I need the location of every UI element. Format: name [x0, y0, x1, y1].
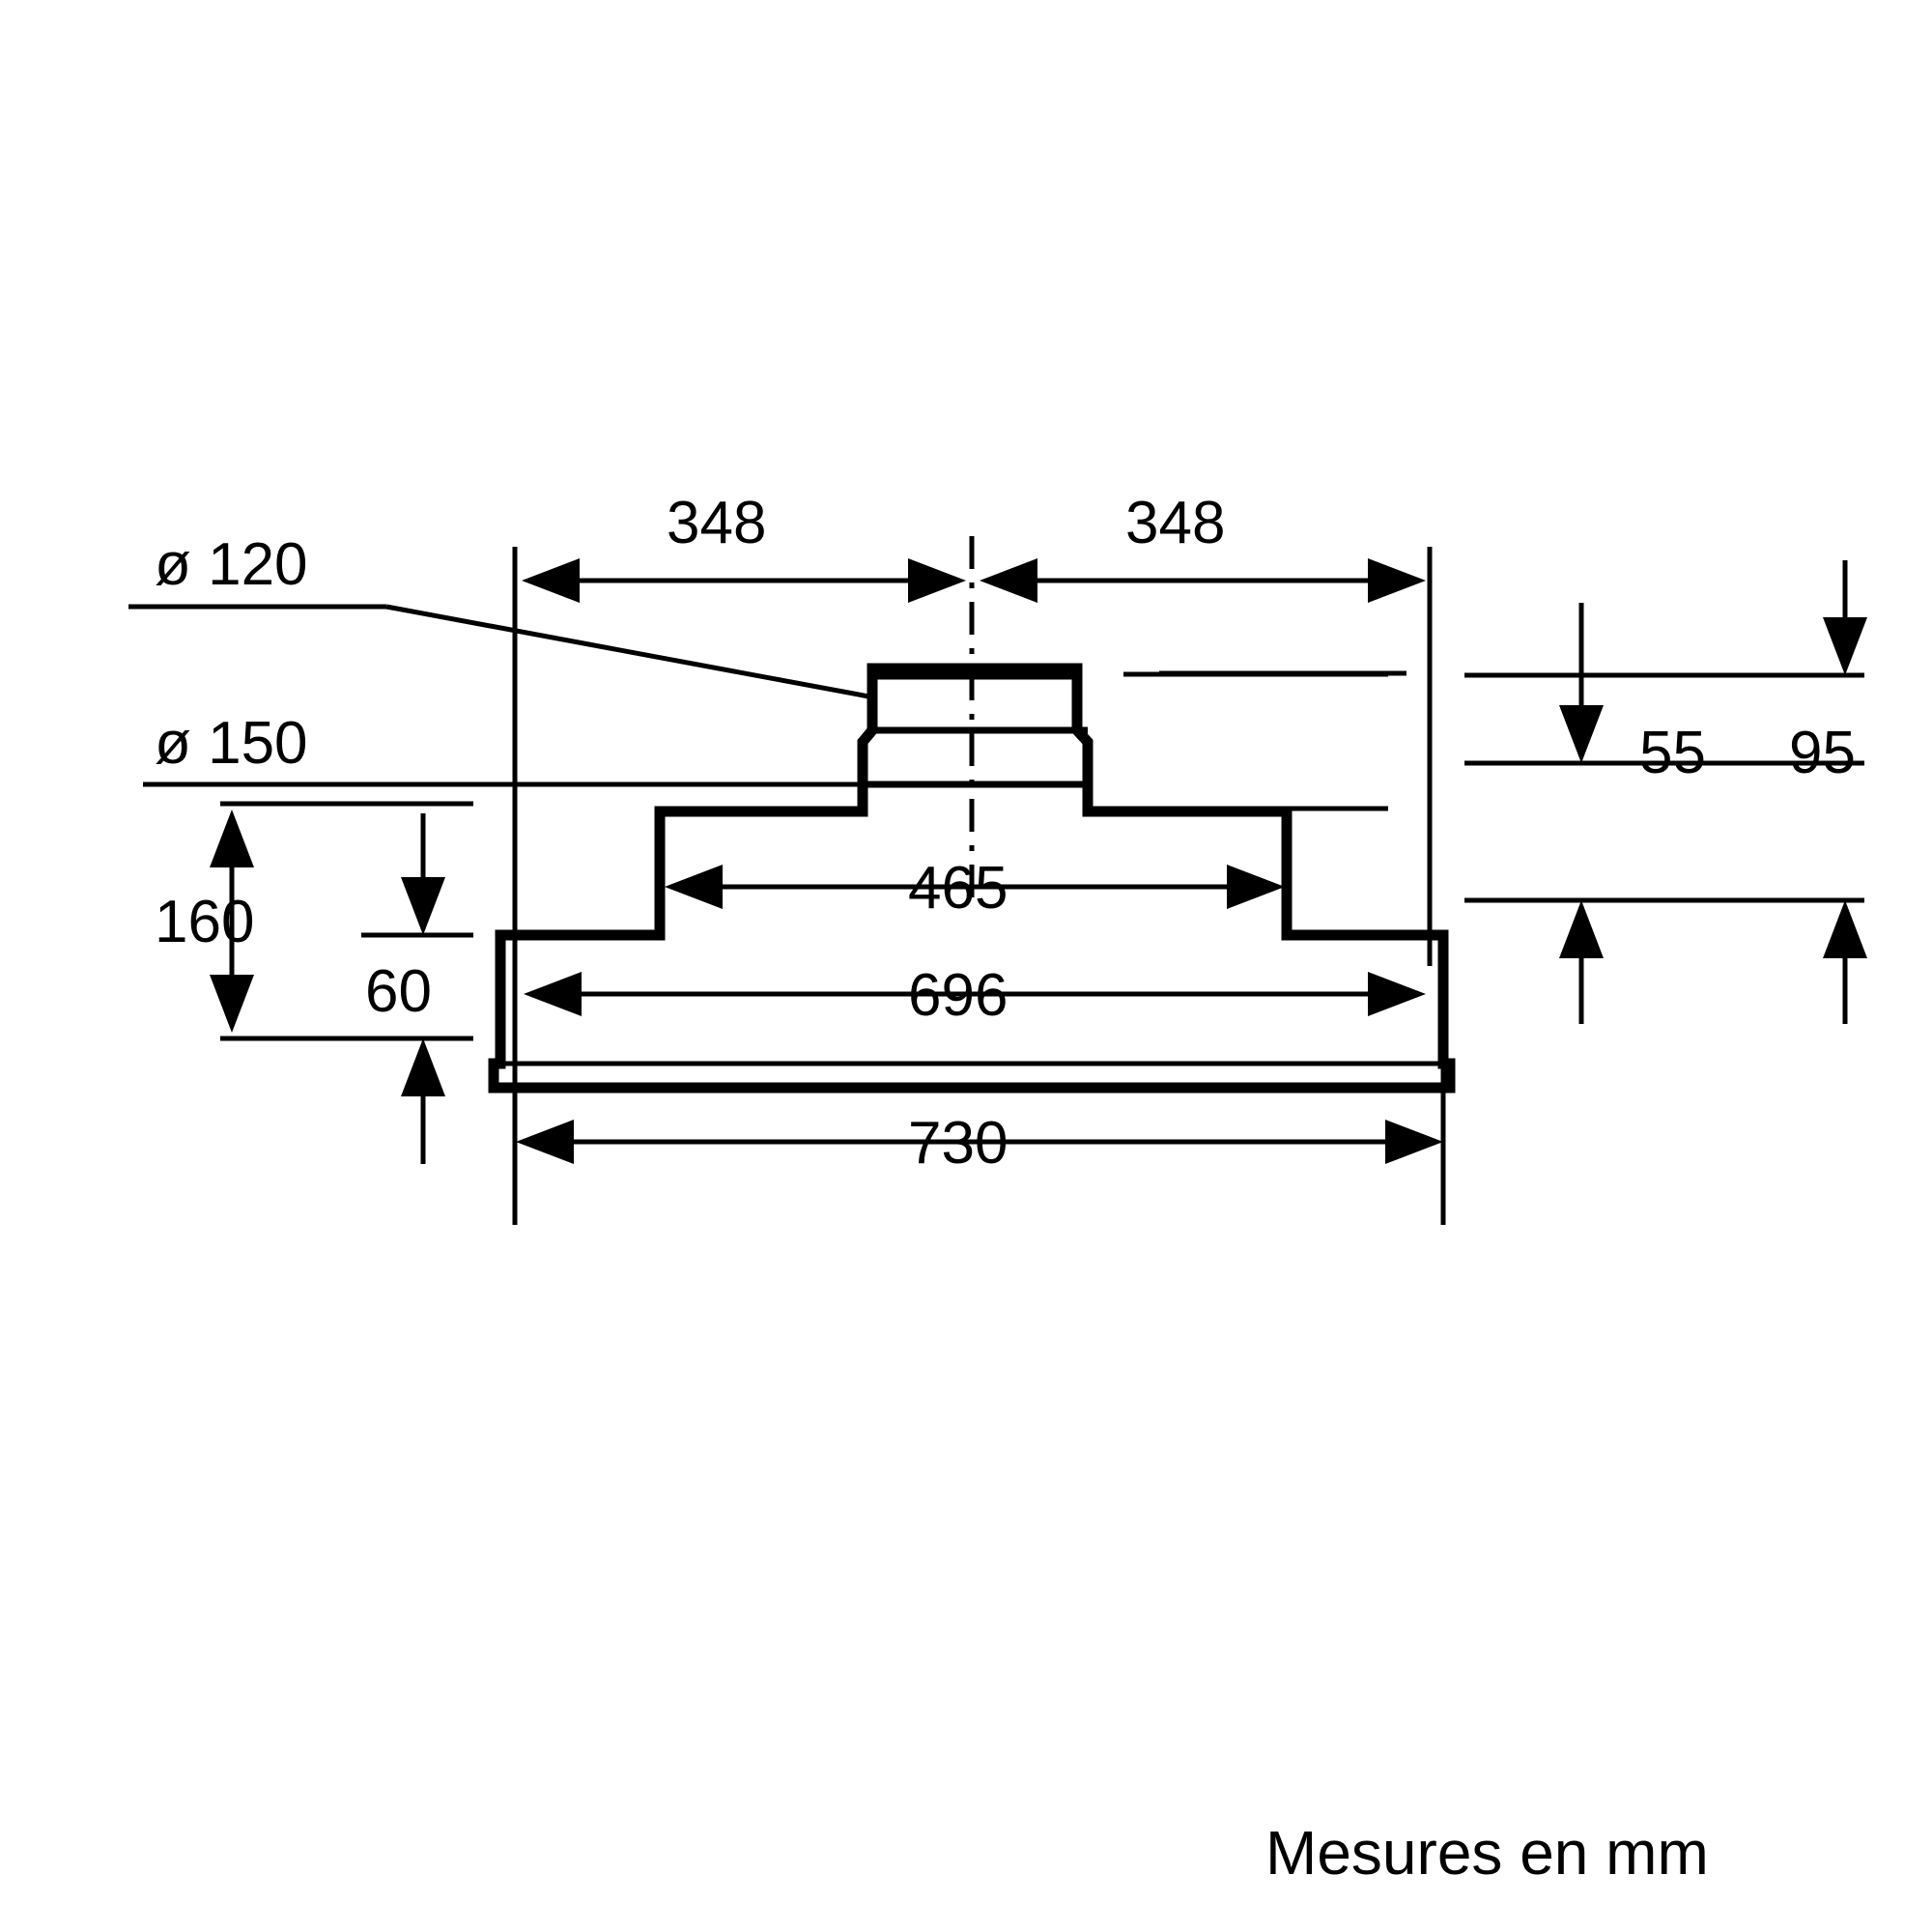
dimension-55: [1559, 603, 1604, 1024]
label-730: 730: [908, 1110, 1008, 1177]
dimension-348-right: [980, 558, 1426, 603]
extension-lines-right: [1123, 670, 1864, 903]
label-348-right: 348: [1125, 490, 1225, 556]
label-348-left: 348: [667, 490, 766, 556]
label-diameter-120: ø 120: [155, 531, 308, 598]
leader-diameter-120: [128, 604, 875, 700]
label-696: 696: [908, 962, 1008, 1029]
dimension-95: [1823, 560, 1867, 1024]
hood-cross-section: [488, 663, 1456, 1094]
label-160: 160: [155, 889, 254, 955]
dimension-696: [524, 972, 1426, 1016]
dimension-60: [361, 813, 473, 1164]
label-diameter-150: ø 150: [155, 710, 308, 777]
dimension-348-left: [522, 558, 966, 603]
dimension-160: [210, 801, 473, 1041]
label-465: 465: [908, 855, 1008, 922]
dimension-465: [665, 865, 1285, 909]
footer-note: Mesures en mm: [1265, 1818, 1709, 1888]
label-60: 60: [365, 958, 432, 1025]
label-95: 95: [1789, 720, 1856, 786]
label-55: 55: [1639, 720, 1706, 786]
